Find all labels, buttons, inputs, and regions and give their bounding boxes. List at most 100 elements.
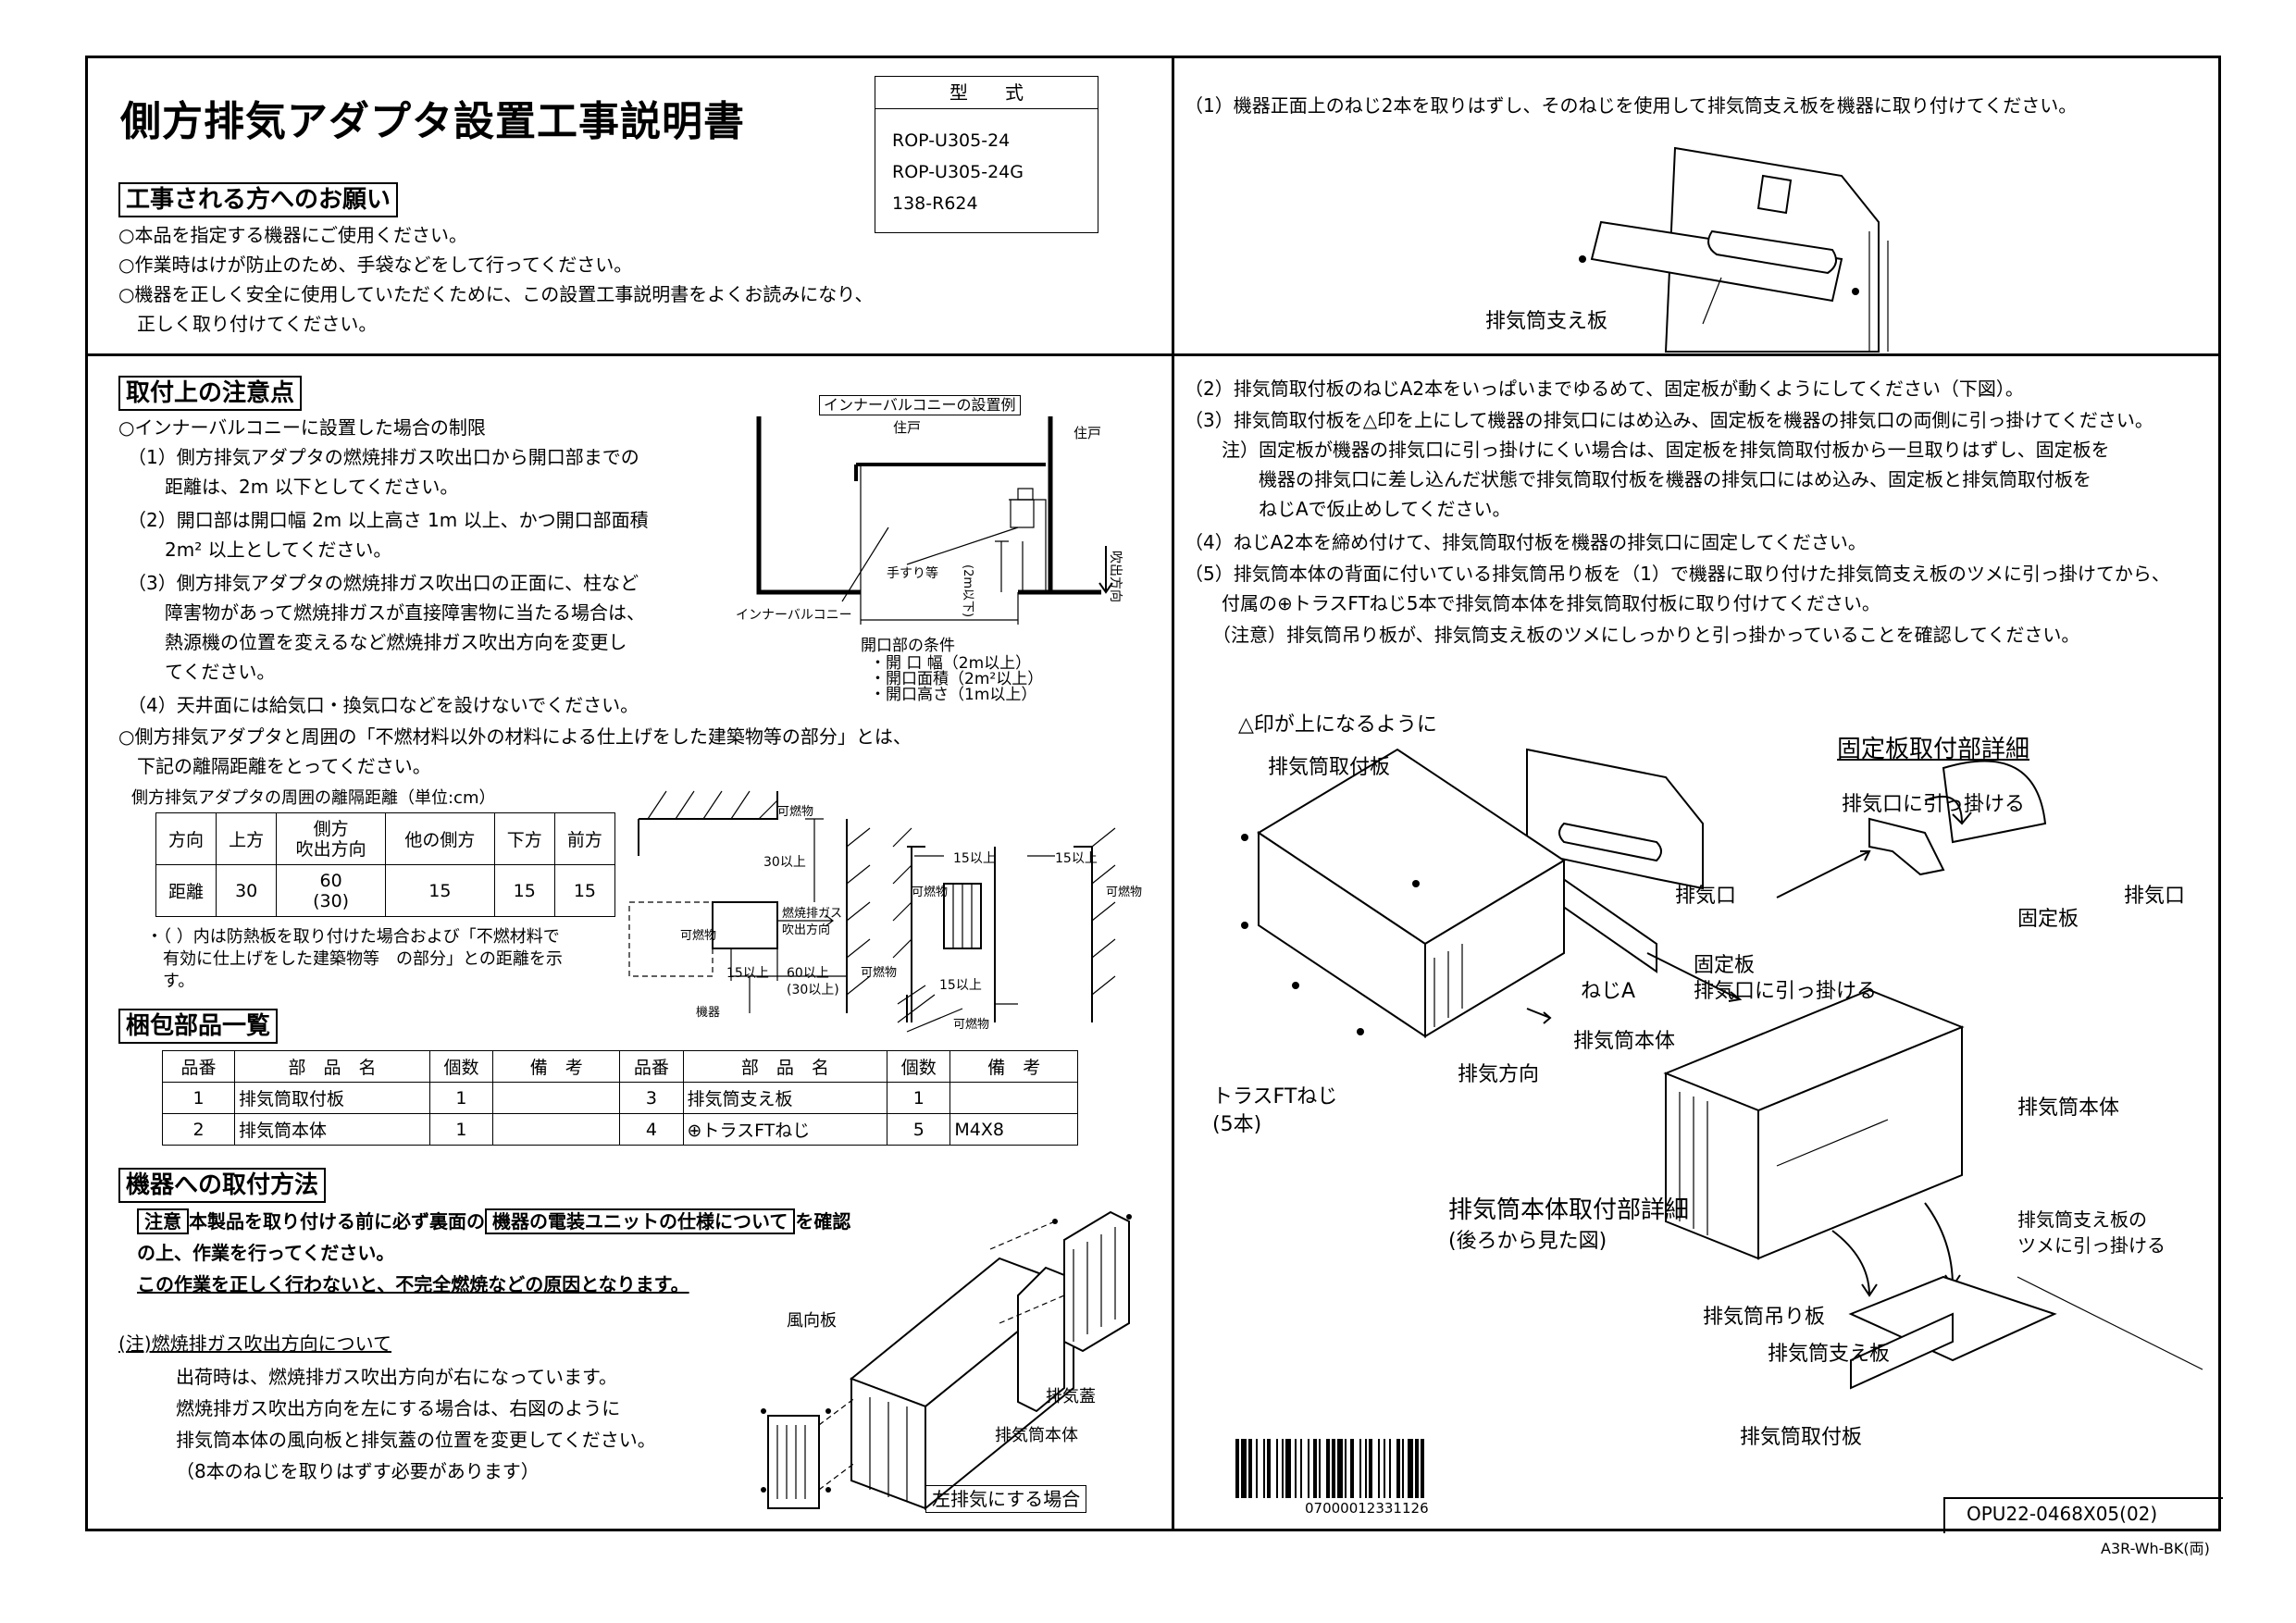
install-note-2: 燃焼排ガス吹出方向を左にする場合は、右図のように (176, 1397, 621, 1419)
barcode-number: 07000012331126 (1305, 1500, 1429, 1517)
parts-cell: 排気筒取付板 (234, 1082, 430, 1114)
parts-row-2: 2 排気筒本体 1 4 ⊕トラスFTねじ 5 M4X8 (161, 1113, 1078, 1146)
install-caution-c: の上、作業を行ってください。 (137, 1242, 395, 1264)
parts-header-qty-1: 個数 (428, 1050, 494, 1083)
rf-fixed-plate-1: 固定板 (2017, 908, 2079, 931)
parts-cell: ⊕トラスFTねじ (682, 1113, 888, 1146)
barcode-bar (1365, 1439, 1367, 1498)
install-fig-body: 排気筒本体 (995, 1426, 1078, 1445)
rf-support: 排気筒支え板 (1768, 1343, 1891, 1366)
barcode-bar (1300, 1439, 1302, 1498)
balcony-rail: 手すり等 (887, 566, 938, 581)
step-3-note-1: 注）固定板が機器の排気口に引っ掛けにくい場合は、固定板を排気筒取付板から一旦取り… (1222, 439, 2110, 461)
barcode-bar (1359, 1439, 1361, 1498)
barcode-bar (1326, 1439, 1330, 1498)
rf-mount-plate-2: 排気筒取付板 (1740, 1426, 1863, 1449)
parts-cell: 3 (619, 1082, 684, 1114)
step-5-3: （注意）排気筒吊り板が、排気筒支え板のツメにしっかりと引っ掛かっていることを確認… (1203, 624, 2080, 646)
print-code: A3R-Wh-BK(両) (2101, 1540, 2210, 1557)
install-note-4: （8本のねじを取りはずす必要があります） (176, 1460, 540, 1482)
barcode-bar (1319, 1439, 1321, 1498)
diag-combustible-r3: 可燃物 (953, 1018, 990, 1032)
cautions-heading: 取付上の注意点 (118, 376, 303, 411)
diag-s15c: 15以上 (939, 978, 982, 993)
clearance-note-1: ・（ ）内は防熱板を取り付けた場合および「不燃材料で (146, 927, 560, 947)
parts-cell: 1 (428, 1082, 494, 1114)
balcony-title: インナーバルコニーの設置例 (819, 395, 1021, 415)
parts-cell: 1 (887, 1082, 951, 1114)
rf-direction: 排気方向 (1458, 1063, 1540, 1086)
rf-screw-a: ねじA (1581, 980, 1636, 1003)
rf-hanger: 排気筒吊り板 (1703, 1306, 1826, 1329)
step-5-2: 付属の⊕トラスFTねじ5本で排気筒本体を排気筒取付板に取り付けてください。 (1185, 592, 1880, 614)
install-fig-cap: 排気蓋 (1046, 1387, 1096, 1406)
diag-combustible-mid: 可燃物 (861, 966, 898, 980)
balcony-dwelling-1: 住戸 (893, 419, 922, 436)
step-4: （4）ねじA2本を締め付けて、排気筒取付板を機器の排気口に固定してください。 (1185, 531, 1867, 553)
clearance-value-down: 15 (493, 864, 555, 917)
caution-line-4: （2）開口部は開口幅 2m 以上高さ 1m 以上、かつ開口部面積 (128, 509, 649, 531)
parts-cell: 5 (887, 1113, 951, 1146)
barcode-bar (1389, 1439, 1391, 1498)
diag-above30: 30以上 (763, 855, 806, 870)
barcode-bar (1350, 1439, 1354, 1498)
rf-truss: トラスFTねじ (1212, 1085, 1338, 1109)
barcode-bar (1396, 1439, 1400, 1498)
model-heading: 型 式 (875, 77, 1098, 109)
rf-body: 排気筒本体 (1573, 1030, 1676, 1053)
barcode-bar (1378, 1439, 1380, 1498)
clearance-value-front: 15 (553, 864, 616, 917)
clearance-table: 方向 上方 側方 吹出方向 他の側方 下方 前方 距離 30 60 (30) 1… (155, 812, 616, 917)
install-note-1: 出荷時は、燃焼排ガス吹出方向が右になっています。 (176, 1366, 617, 1388)
install-heading: 機器への取付方法 (118, 1168, 327, 1203)
rf-hook-outlet-2: 排気口に引っ掛ける (1694, 980, 1878, 1003)
install-note-3: 排気筒本体の風向板と排気蓋の位置を変更してください。 (176, 1429, 656, 1451)
request-heading: 工事される方へのお願い (118, 182, 399, 217)
install-note-title: (注)燃焼排ガス吹出方向について (118, 1332, 392, 1355)
parts-cell: 排気筒本体 (234, 1113, 430, 1146)
request-line-3: ○機器を正しく安全に使用していただくために、この設置工事説明書をよくお読みになり… (118, 283, 874, 305)
install-caution-tag: 注意 (137, 1208, 189, 1234)
barcode-bar (1313, 1439, 1317, 1498)
right-assembly-figure (1241, 748, 2203, 1390)
rf-fixed-plate-2: 固定板 (1694, 954, 1756, 977)
install-caution-box: 機器の電装ユニットの仕様について (485, 1208, 796, 1234)
diag-combustible-r1: 可燃物 (912, 886, 949, 899)
clearance-value-up: 30 (216, 864, 278, 917)
balcony-height: (2m以下) (961, 564, 974, 618)
clearance-diagram (628, 790, 1116, 1033)
rf-detail-title: 固定板取付部詳細 (1837, 736, 2030, 763)
caution-line-1: ○インナーバルコニーに設置した場合の制限 (118, 416, 486, 439)
diag-combustible-left: 可燃物 (680, 929, 717, 943)
step-2: （2）排気筒取付板のねじA2本をいっぱいまでゆるめて、固定板が動くようにしてくだ… (1185, 378, 2024, 400)
barcode-bar (1282, 1439, 1284, 1498)
clearance-header-other-side: 他の側方 (384, 812, 495, 865)
caution-line-3: 距離は、2m 以下としてください。 (128, 476, 459, 498)
barcode-bar (1267, 1439, 1271, 1498)
step-1: （1）機器正面上のねじ2本を取りはずし、そのねじを使用して排気筒支え板を機器に取… (1185, 94, 2078, 117)
barcode-bar (1263, 1439, 1265, 1498)
parts-header-note-2: 備 考 (949, 1050, 1078, 1083)
parts-heading: 梱包部品一覧 (118, 1009, 279, 1044)
diag-s15a: 15以上 (953, 851, 996, 866)
rf-triangle: △印が上になるように (1238, 713, 1437, 737)
balcony-inner: インナーバルコニー (736, 608, 852, 623)
install-caution-a: 本製品を取り付ける前に必ず裏面の (189, 1210, 485, 1233)
clearance-header-side-flow: 側方 吹出方向 (276, 812, 386, 865)
doc-code: OPU22-0468X05(02) (1967, 1503, 2158, 1525)
barcode-bar (1369, 1439, 1372, 1498)
step-5-1: （5）排気筒本体の背面に付いている排気筒吊り板を（1）で機器に取り付けた排気筒支… (1185, 563, 2170, 585)
barcode-bar (1235, 1439, 1239, 1498)
model-item-2: ROP-U305-24G (892, 162, 1024, 182)
rf-hook-outlet: 排気口に引っ掛ける (1842, 793, 2026, 816)
barcode-bar (1415, 1439, 1419, 1498)
parts-header-note-1: 備 考 (492, 1050, 621, 1083)
step1-label: 排気筒支え板 (1485, 310, 1608, 333)
balcony-cond-1: ・開 口 幅（2m以上） (870, 654, 1032, 673)
parts-cell (492, 1082, 621, 1114)
balcony-dwelling-2: 住戸 (1074, 425, 1102, 441)
barcode-bar (1345, 1439, 1347, 1498)
right-divider (1172, 353, 2221, 356)
step1-figure (1579, 146, 1889, 353)
rf-body-2: 排気筒本体 (2017, 1096, 2120, 1120)
